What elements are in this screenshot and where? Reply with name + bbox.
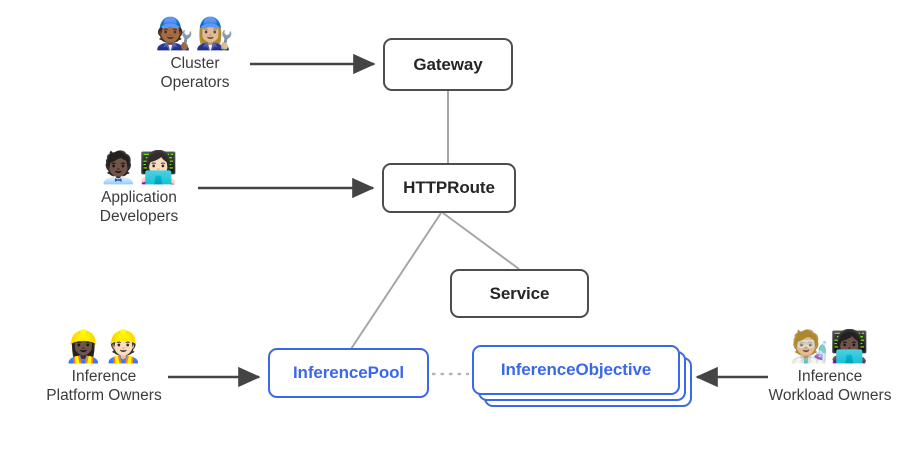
node-inferencepool-label: InferencePool <box>292 363 405 382</box>
persona-inference-platform-owners: 👷🏿‍♀️👷🏻 Inference Platform Owners <box>14 329 194 406</box>
connector-httproute-service <box>442 212 520 270</box>
persona-application-developers: 🧑🏿‍💼👩🏻‍💻 Application Developers <box>64 150 214 227</box>
persona-cluster-operators-label: Cluster Operators <box>160 54 230 92</box>
persona-inference-platform-owners-label: Inference Platform Owners <box>46 367 162 405</box>
persona-cluster-operators: 🧑🏾‍🔧👩🏼‍🔧 Cluster Operators <box>130 16 260 93</box>
mechanic-pair-icon: 🧑🏾‍🔧👩🏼‍🔧 <box>155 16 235 51</box>
node-httproute-label: HTTPRoute <box>403 178 495 197</box>
office-worker-technologist-pair-icon: 🧑🏿‍💼👩🏻‍💻 <box>99 150 179 185</box>
node-inferenceobjective-label: InferenceObjective <box>500 360 652 379</box>
scientist-technologist-pair-icon: 🧑🏼‍🔬👩🏿‍💻 <box>790 329 870 364</box>
node-httproute[interactable]: HTTPRoute <box>382 163 516 213</box>
node-inferencepool[interactable]: InferencePool <box>268 348 429 398</box>
persona-inference-workload-owners: 🧑🏼‍🔬👩🏿‍💻 Inference Workload Owners <box>758 329 902 406</box>
construction-worker-pair-icon: 👷🏿‍♀️👷🏻 <box>64 329 144 364</box>
node-service[interactable]: Service <box>450 269 589 318</box>
connector-httproute-inferencepool <box>350 212 442 350</box>
persona-application-developers-label: Application Developers <box>99 188 179 226</box>
node-service-label: Service <box>489 283 550 303</box>
node-gateway-label: Gateway <box>413 54 483 74</box>
node-gateway[interactable]: Gateway <box>383 38 513 91</box>
node-inferenceobjective-stack[interactable]: InferenceObjective <box>472 345 692 407</box>
node-inferenceobjective[interactable]: InferenceObjective <box>472 345 680 395</box>
persona-inference-workload-owners-label: Inference Workload Owners <box>768 367 892 405</box>
